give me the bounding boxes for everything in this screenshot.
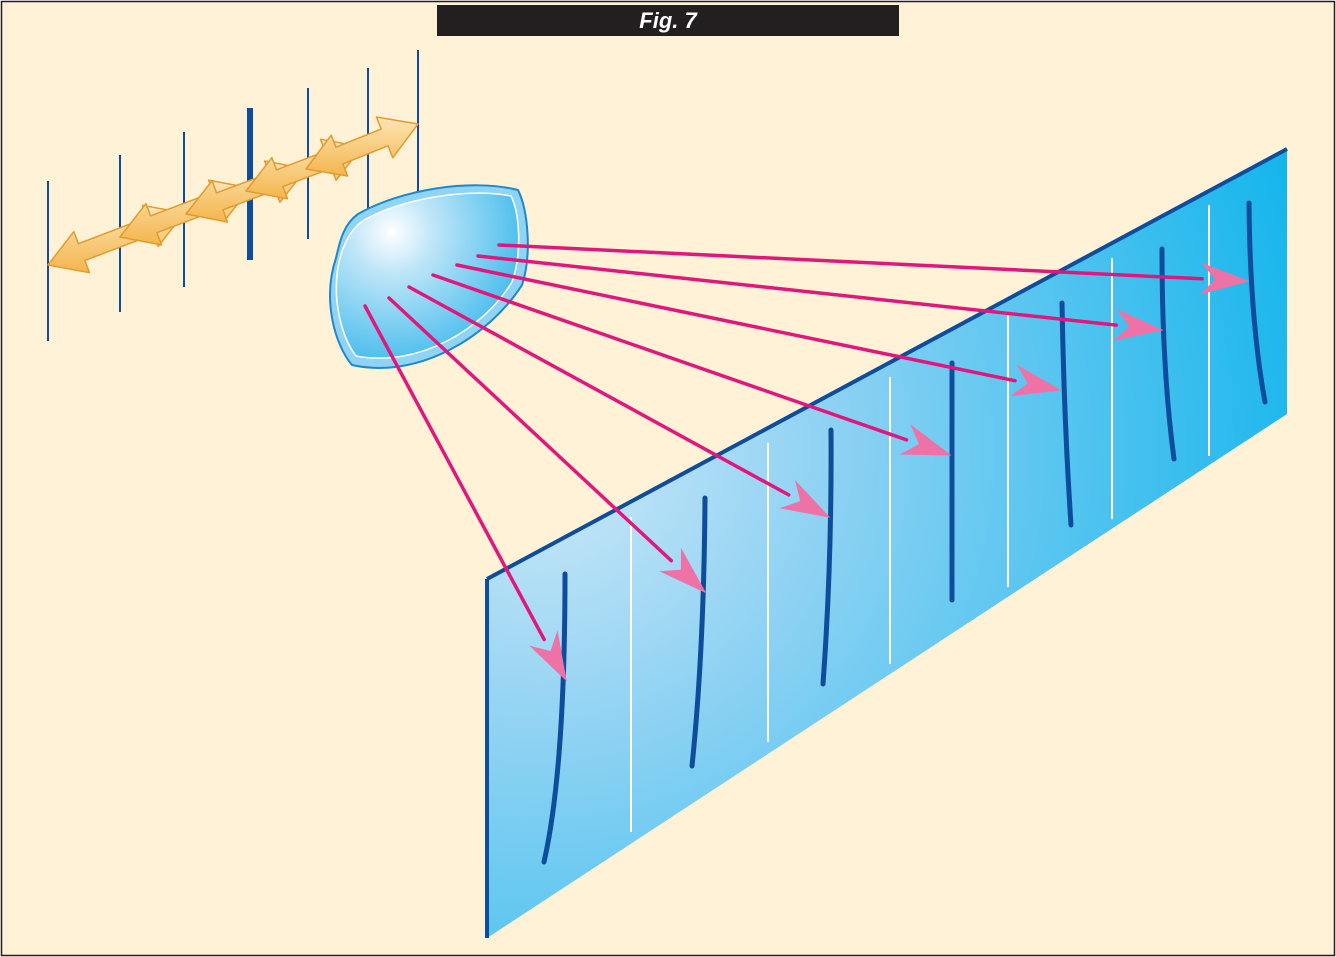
ray-arrowhead <box>1112 308 1164 341</box>
ray-arrowhead <box>529 630 567 682</box>
image-line <box>1246 200 1268 405</box>
lens-icon <box>329 184 529 369</box>
ray-arrowhead <box>1199 262 1250 295</box>
light-ray <box>363 304 546 642</box>
light-ray <box>497 243 1204 281</box>
image-line <box>541 571 568 865</box>
ray-arrowhead <box>659 547 707 594</box>
image-line <box>689 495 708 769</box>
light-ray <box>455 263 1017 383</box>
light-ray <box>387 296 674 563</box>
light-ray <box>431 273 909 442</box>
screen-image-lines <box>541 200 1268 865</box>
double-arrow-icon <box>47 116 419 274</box>
image-line <box>820 427 834 687</box>
double-arrow <box>305 116 419 177</box>
image-line <box>1059 300 1074 528</box>
screen-grid-lines <box>630 205 1210 832</box>
screen-icon <box>485 147 1288 938</box>
light-ray <box>407 285 791 497</box>
ray-arrowhead <box>899 424 952 456</box>
ray-arrowhead <box>1010 364 1062 397</box>
ray-arrowhead <box>779 479 831 518</box>
figure-title: Fig. 7 <box>437 5 899 36</box>
light-rays <box>363 243 1250 682</box>
light-ray <box>476 254 1119 327</box>
